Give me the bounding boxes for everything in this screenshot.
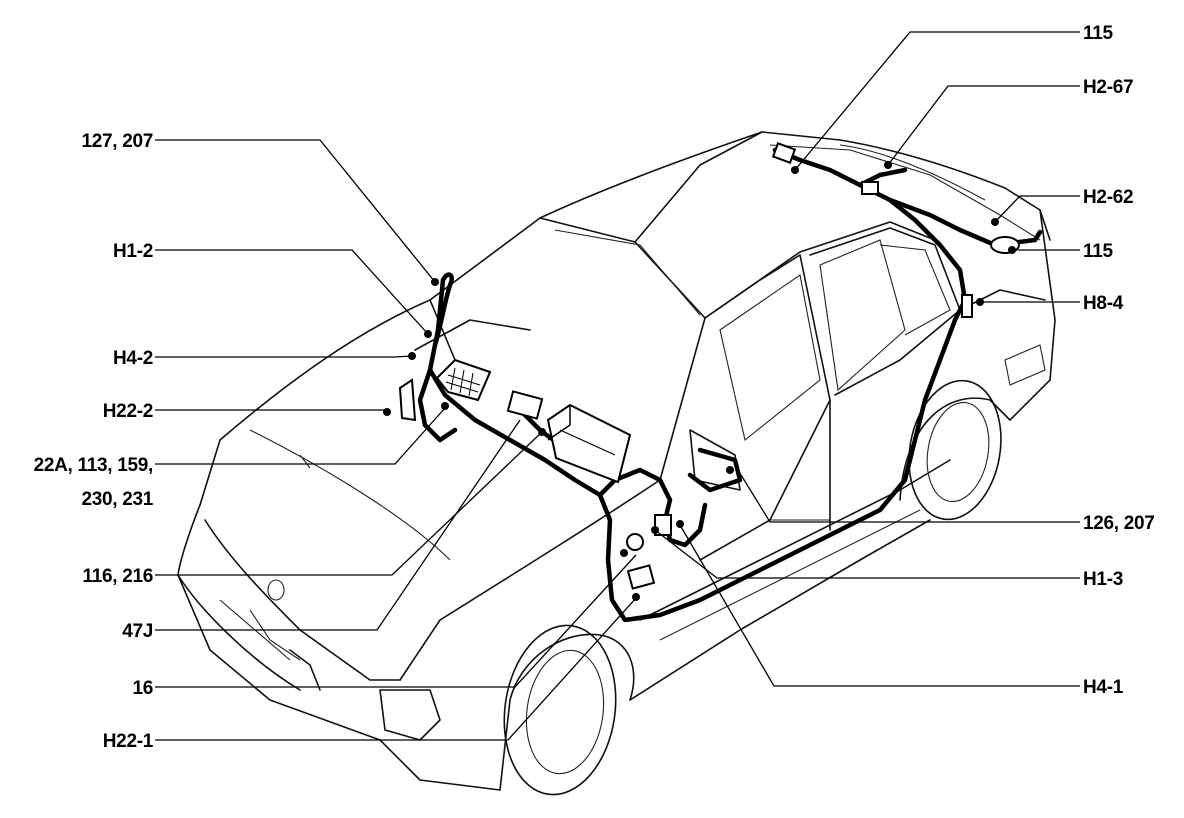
relay-box — [506, 390, 544, 420]
label-h8-4: H8-4 — [1083, 293, 1124, 314]
label-h2-67: H2-67 — [1083, 77, 1133, 98]
label-h22-1: H22-1 — [103, 731, 154, 752]
label-127-207: 127, 207 — [81, 131, 153, 152]
label-h4-2: H4-2 — [113, 348, 153, 369]
callout-labels: 127, 207 H1-2 H4-2 H22-2 22A, 113, 159, … — [34, 23, 1155, 752]
label-115-top: 115 — [1083, 23, 1113, 44]
label-47j: 47J — [122, 621, 153, 642]
connector-h8-4 — [961, 294, 973, 318]
label-h4-1: H4-1 — [1083, 677, 1124, 698]
connector-h4-1 — [626, 564, 656, 590]
connector-rear-b — [861, 181, 879, 195]
label-16: 16 — [132, 678, 153, 699]
label-116-216: 116, 216 — [82, 566, 153, 587]
label-h1-3: H1-3 — [1083, 569, 1123, 590]
label-h2-62: H2-62 — [1083, 187, 1133, 208]
label-126-207: 126, 207 — [1083, 513, 1155, 534]
label-115-right: 115 — [1083, 241, 1113, 262]
leader-lines — [155, 31, 1080, 741]
label-22a-113-159: 22A, 113, 159, — [34, 455, 153, 476]
connector-116 — [626, 533, 644, 551]
wiring-harness — [417, 147, 1043, 623]
label-230-231: 230, 231 — [81, 489, 153, 510]
car-body — [177, 131, 1056, 796]
bracket-left — [398, 378, 417, 422]
label-h22-2: H22-2 — [103, 401, 153, 422]
connector-rear-a — [771, 142, 797, 164]
label-h1-2: H1-2 — [113, 241, 153, 262]
